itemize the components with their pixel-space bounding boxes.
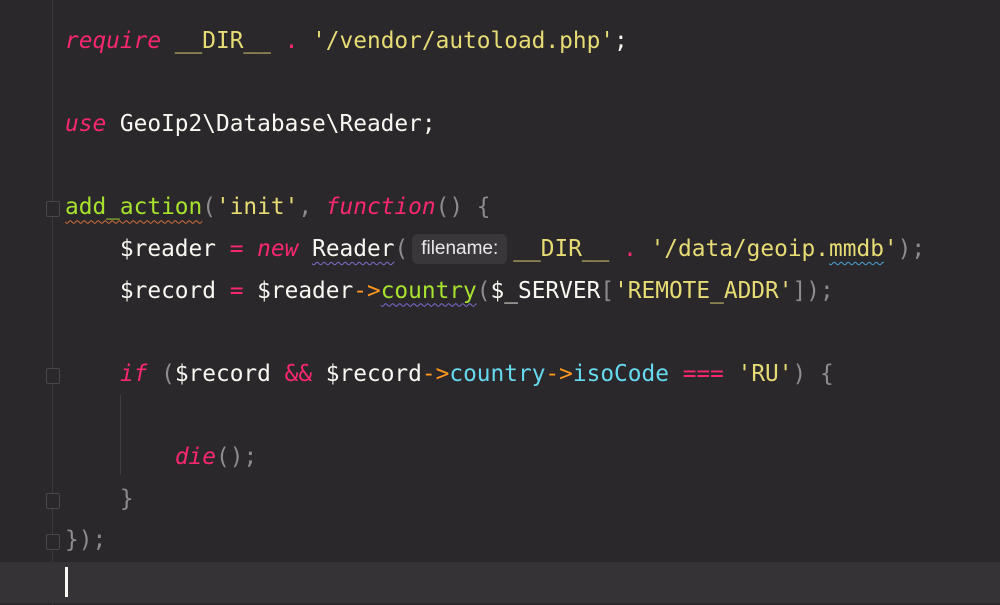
gutter-line — [52, 0, 53, 605]
code-token: (); — [216, 443, 258, 470]
code-token: $record — [65, 277, 230, 304]
code-token: [ — [600, 277, 615, 304]
code-token: ( — [202, 194, 216, 221]
code-token: if — [119, 360, 148, 387]
code-token: __DIR__ — [513, 235, 624, 262]
code-token: mmdb — [829, 235, 884, 262]
code-token: } — [65, 485, 134, 512]
code-token: ' — [883, 235, 898, 262]
code-token: }); — [65, 527, 107, 554]
code-token — [669, 361, 683, 387]
code-token: = — [229, 235, 244, 262]
code-token: Reader — [312, 235, 395, 262]
code-token: ( — [476, 277, 491, 304]
code-token: use — [65, 111, 107, 138]
code-token: ) { — [792, 360, 834, 387]
code-token: country — [380, 277, 477, 304]
code-token: $record — [312, 360, 422, 387]
parameter-hint: filename: — [412, 233, 508, 264]
code-token — [724, 361, 738, 387]
code-token: -> — [353, 277, 381, 304]
fold-marker-icon[interactable] — [46, 492, 60, 509]
code-token: $_SERVER — [490, 277, 601, 304]
code-token: () { — [435, 194, 491, 221]
code-token: -> — [421, 360, 450, 387]
code-token: ( — [394, 235, 409, 262]
code-editor[interactable]: require __DIR__ . '/vendor/autoload.php'… — [0, 21, 1000, 604]
code-line[interactable] — [0, 146, 1000, 188]
code-line[interactable] — [0, 395, 1000, 437]
code-token: -> — [545, 360, 573, 387]
code-token: $reader — [243, 277, 354, 304]
code-token: , — [298, 194, 326, 221]
code-line[interactable]: $record = $reader->country($_SERVER['REM… — [0, 271, 1000, 313]
code-line[interactable]: add_action('init', function() { — [0, 187, 1000, 229]
code-token: . — [284, 28, 299, 54]
text-cursor — [65, 567, 68, 598]
fold-marker-icon[interactable] — [46, 201, 60, 218]
code-token: '/data/geoip. — [650, 235, 830, 262]
code-token — [637, 236, 651, 262]
code-token: ( — [147, 360, 175, 387]
code-line[interactable]: die(); — [0, 437, 1000, 479]
code-token: ; — [614, 28, 628, 54]
code-token — [243, 236, 257, 262]
code-token: add_action — [65, 194, 203, 221]
code-token: __DIR__ — [161, 28, 285, 54]
code-token — [65, 444, 175, 470]
fold-marker-icon[interactable] — [46, 534, 60, 551]
code-line[interactable]: $reader = new Reader(filename:__DIR__ . … — [0, 229, 1000, 271]
fold-marker-icon[interactable] — [46, 367, 60, 384]
code-token: country — [449, 360, 546, 387]
code-token: = — [229, 277, 244, 304]
code-token: === — [682, 360, 724, 387]
code-token: . — [623, 235, 637, 262]
code-token: 'init' — [215, 194, 299, 221]
code-line[interactable]: }); — [0, 520, 1000, 562]
indent-guide — [120, 395, 121, 475]
code-token: $reader — [65, 235, 230, 262]
code-token: new — [257, 235, 299, 262]
code-token: isoCode — [572, 360, 669, 387]
code-token: && — [284, 360, 313, 387]
code-line[interactable]: } — [0, 479, 1000, 521]
code-token: 'RU' — [737, 360, 793, 387]
code-token — [65, 361, 120, 387]
code-line[interactable]: require __DIR__ . '/vendor/autoload.php'… — [0, 21, 1000, 63]
code-line[interactable] — [0, 63, 1000, 105]
code-line[interactable] — [0, 312, 1000, 354]
code-token: 'REMOTE_ADDR' — [614, 277, 793, 304]
code-token: '/vendor/autoload.php' — [312, 28, 615, 54]
code-token: $record — [174, 360, 285, 387]
code-token — [298, 236, 312, 262]
code-token: ]); — [792, 277, 834, 304]
code-token: die — [174, 443, 216, 470]
code-token: require — [65, 28, 162, 54]
code-line[interactable]: use GeoIp2\Database\Reader; — [0, 104, 1000, 146]
code-token: function — [325, 194, 436, 221]
code-line[interactable]: if ($record && $record->country->isoCode… — [0, 354, 1000, 396]
code-token: GeoIp2\Database\Reader; — [106, 111, 436, 138]
code-token — [298, 28, 312, 54]
code-token: ); — [897, 235, 926, 262]
code-line[interactable] — [0, 561, 1000, 604]
